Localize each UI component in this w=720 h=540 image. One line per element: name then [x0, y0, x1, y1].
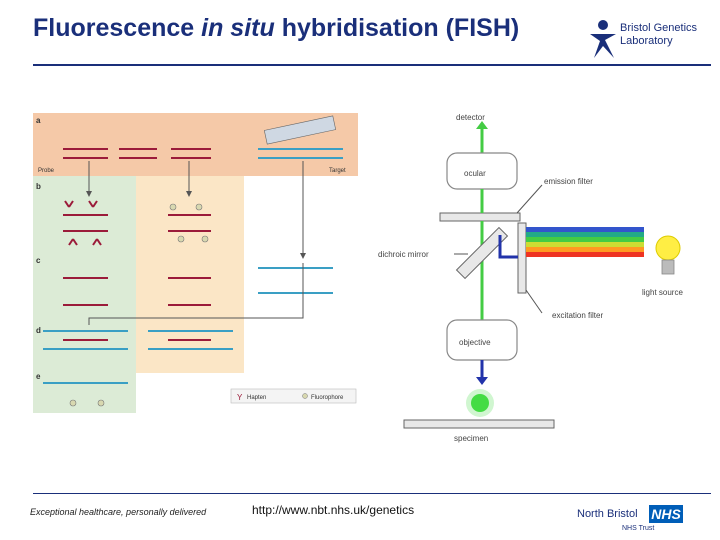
- light-spectrum: [526, 227, 644, 257]
- org-name: North Bristol: [577, 508, 638, 520]
- excitation-beam: [498, 235, 518, 259]
- objective-label: objective: [459, 338, 491, 347]
- step-label-c: c: [36, 256, 41, 265]
- fish-protocol-diagram: a b c d e Probe Target: [33, 113, 358, 413]
- step-e-left: [33, 373, 136, 413]
- step-label-e: e: [36, 372, 41, 381]
- emission-filter-label: emission filter: [544, 177, 593, 186]
- probe-dna: [63, 148, 211, 159]
- excitation-filter-label: excitation filter: [552, 311, 603, 320]
- step-label-d: d: [36, 326, 41, 335]
- tagline: Exceptional healthcare, personally deliv…: [30, 507, 207, 517]
- dichroic-mirror-label: dichroic mirror: [378, 250, 429, 259]
- excitation-filter: [517, 222, 527, 294]
- step-c-left: [33, 253, 136, 325]
- fluor-probes: [168, 214, 211, 232]
- microscope-diagram: detector ocular emission filter dichroic…: [378, 113, 683, 443]
- bristol-genetics-logo: Bristol Genetics Laboratory: [588, 16, 700, 62]
- legend-hapten: Hapten: [247, 395, 266, 401]
- page-title: Fluorescence in situ hybridisation (FISH…: [33, 14, 520, 42]
- light-source-label: light source: [642, 288, 683, 297]
- fluorophore-dots: [169, 203, 209, 243]
- detector-label: detector: [456, 113, 485, 122]
- probe-label: Probe: [38, 168, 55, 174]
- legend-fluorophore: Fluorophore: [311, 395, 344, 401]
- svg-text:Y: Y: [237, 393, 243, 402]
- step-c-right: [136, 253, 244, 325]
- footer-rule: [33, 493, 711, 494]
- header-rule: [33, 64, 711, 66]
- step-label-b: b: [36, 182, 41, 191]
- nhs-logo: NHS: [649, 505, 683, 523]
- slide-icon: [263, 115, 337, 145]
- hapten-probes: [63, 200, 108, 246]
- legend: [230, 388, 357, 404]
- website-link[interactable]: http://www.nbt.nhs.uk/genetics: [252, 503, 415, 517]
- dichroic-mirror: [455, 226, 509, 280]
- org-sub: NHS Trust: [622, 525, 655, 532]
- target-dna: [258, 148, 343, 159]
- figure-icon: [590, 20, 616, 58]
- emission-filter: [439, 212, 521, 222]
- ocular-label: ocular: [464, 169, 486, 178]
- logo-line2: Laboratory: [620, 35, 673, 47]
- bulb-icon: [655, 235, 681, 275]
- specimen-slide: [403, 419, 555, 429]
- step-label-a: a: [36, 116, 41, 125]
- logo-line1: Bristol Genetics: [620, 22, 698, 34]
- specimen-label: specimen: [454, 434, 488, 443]
- target-label: Target: [329, 168, 346, 174]
- specimen-glow: [471, 394, 489, 412]
